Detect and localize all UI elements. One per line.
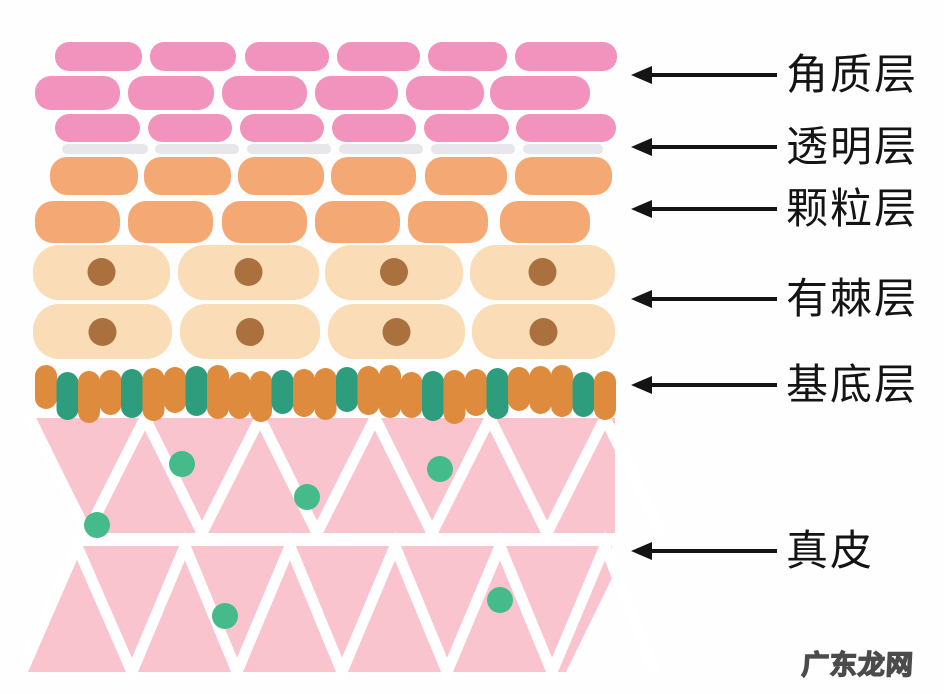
basale-cell [78, 371, 100, 423]
layer-label-text: 基底层 [786, 361, 919, 408]
layer-label-text: 角质层 [786, 51, 919, 98]
cell-nucleus [529, 318, 558, 346]
label-stratum-granulosum: 颗粒层 [630, 188, 918, 230]
label-dermis: 真皮 [630, 530, 874, 572]
basale-cell [293, 369, 315, 417]
basale-cell [529, 366, 552, 414]
dermis-cell-dot [84, 512, 110, 538]
dermis-cell-dot [212, 603, 238, 629]
basale-cell [443, 370, 466, 424]
layer-label-text: 有棘层 [786, 275, 919, 322]
basale-cell [336, 367, 358, 412]
arrow-left-icon [631, 290, 777, 308]
basale-cell [486, 368, 509, 419]
layer-stratum-spinosum [33, 245, 615, 359]
dermis-cell-dot [487, 587, 513, 613]
basale-cell [271, 370, 294, 414]
layer-stratum-granulosum [35, 157, 612, 243]
basale-cell [357, 366, 380, 415]
dermis-cell-dot [427, 456, 453, 482]
basale-cell [99, 370, 122, 415]
basale-cell [56, 372, 79, 420]
layer-label-text: 真皮 [786, 527, 875, 574]
cell-nucleus [87, 258, 116, 286]
label-stratum-spinosum: 有棘层 [630, 278, 918, 320]
layer-stratum-corneum [35, 42, 617, 142]
cell-nucleus [380, 258, 408, 286]
arrow-left-icon [631, 200, 777, 218]
watermark: 广东龙网 [800, 649, 915, 680]
arrow-left-icon [631, 66, 777, 84]
cell-nucleus [236, 318, 264, 346]
layer-label-text: 透明层 [786, 123, 919, 170]
layer-label-text: 颗粒层 [786, 185, 919, 232]
basale-cell [164, 367, 186, 413]
basale-cell [551, 365, 573, 417]
basale-cell [207, 365, 229, 419]
basale-cell [572, 372, 595, 417]
basale-cell [422, 371, 444, 421]
label-stratum-corneum: 角质层 [630, 54, 918, 96]
basale-cell [185, 366, 208, 416]
dermis-cell-dot [169, 451, 195, 477]
layer-stratum-basale [35, 365, 616, 424]
basale-cell [379, 365, 401, 418]
arrow-left-icon [631, 542, 777, 560]
label-stratum-basale: 基底层 [630, 364, 918, 406]
basale-cell [121, 369, 143, 418]
arrow-left-icon [631, 376, 777, 394]
layer-stratum-lucidum [62, 144, 603, 154]
basale-cell [400, 372, 423, 418]
cell-nucleus [528, 258, 557, 286]
basale-cell [508, 367, 530, 411]
arrow-left-icon [631, 138, 777, 156]
basale-cell [142, 368, 165, 421]
basale-cell [314, 368, 337, 420]
label-stratum-lucidum: 透明层 [630, 126, 918, 168]
cell-nucleus [382, 318, 411, 346]
basale-cell [250, 371, 272, 422]
basale-cell [594, 371, 616, 420]
basale-cell [35, 365, 57, 409]
basale-cell [228, 372, 251, 419]
dermis-cell-dot [294, 484, 320, 510]
layer-dermis [16, 405, 667, 687]
cell-nucleus [234, 258, 263, 286]
cell-nucleus [88, 318, 117, 346]
basale-cell [465, 369, 487, 416]
